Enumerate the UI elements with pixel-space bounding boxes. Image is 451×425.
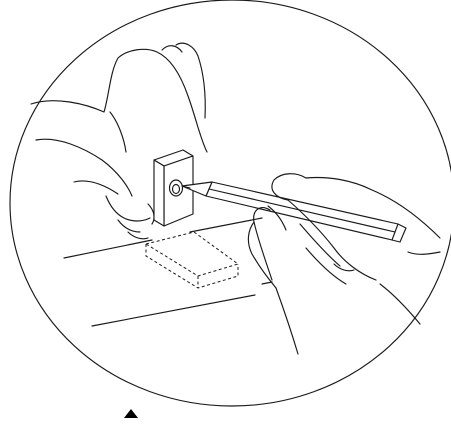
detail-view-circle <box>10 0 451 406</box>
diamond-marker-icon <box>124 409 138 418</box>
pencil <box>182 182 406 242</box>
workpiece-surface <box>64 218 272 326</box>
block-outline-dashed <box>146 232 238 288</box>
